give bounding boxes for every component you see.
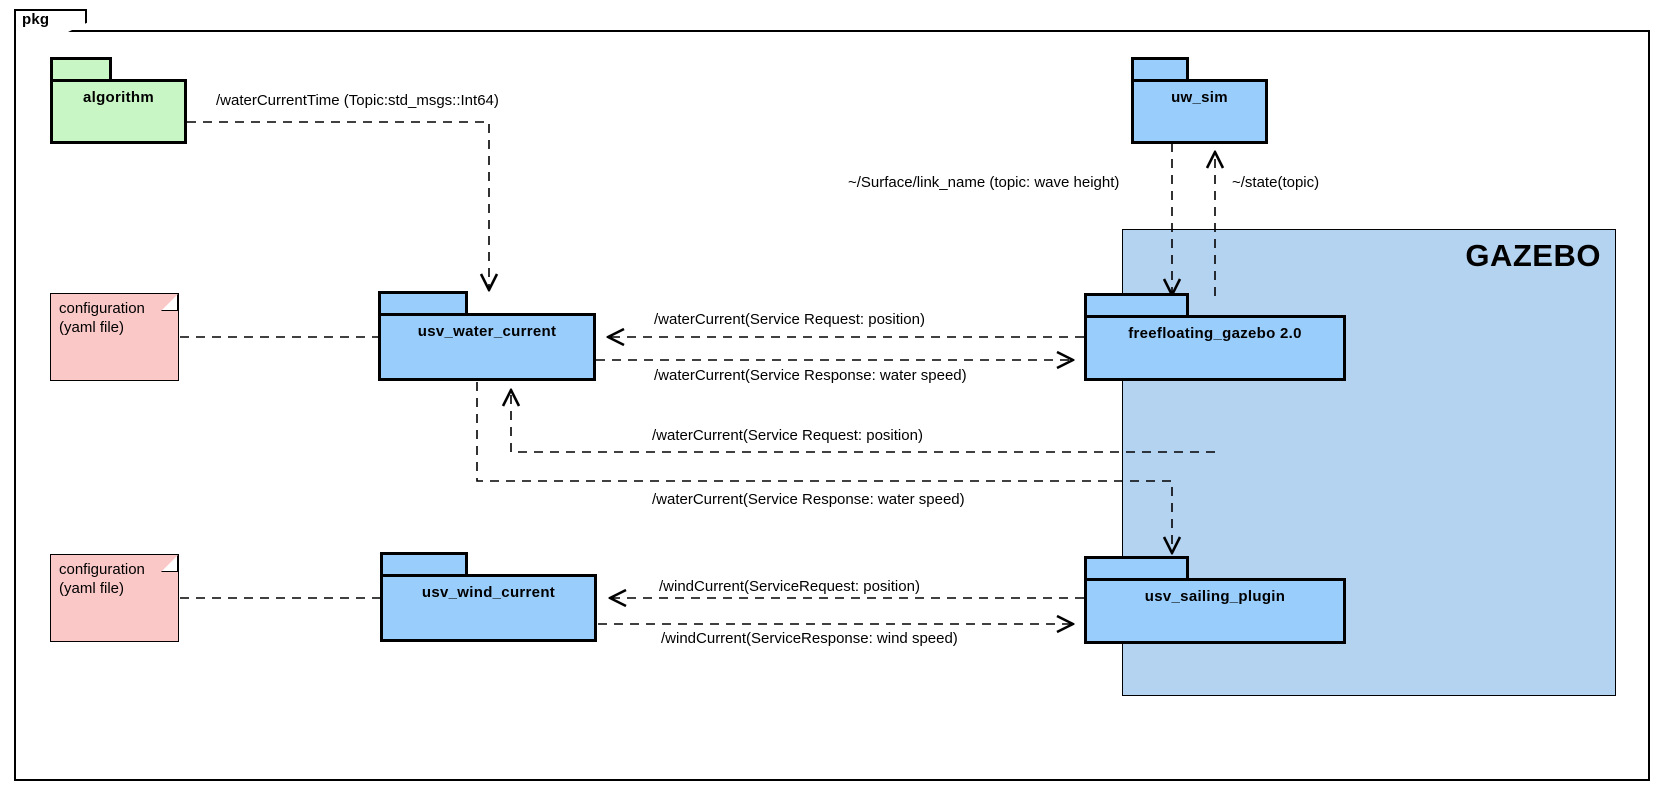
package-node-tab: [50, 57, 112, 79]
edge-label-state-topic: ~/state(topic): [1232, 174, 1320, 191]
package-node-label: usv_sailing_plugin: [1144, 588, 1286, 605]
gazebo-title: GAZEBO: [1465, 238, 1601, 273]
package-tab-shape: [14, 9, 87, 32]
package-node-label: uw_sim: [1171, 89, 1228, 106]
package-node-tab: [1084, 293, 1189, 315]
edge-label-sailing-water-request: /waterCurrent(Service Request: position): [652, 427, 923, 444]
package-node-label: freefloating_gazebo 2.0: [1128, 325, 1302, 342]
package-node-uw-sim[interactable]: uw_sim: [1131, 57, 1268, 144]
package-node-tab: [1084, 556, 1189, 578]
note-text: configuration (yaml file): [59, 561, 145, 597]
package-node-body: uw_sim: [1131, 79, 1268, 144]
note-configuration-water[interactable]: configuration (yaml file): [50, 293, 179, 381]
edge-label-wind-service-response: /windCurrent(ServiceResponse: wind speed…: [661, 630, 958, 647]
note-configuration-wind[interactable]: configuration (yaml file): [50, 554, 179, 642]
edge-label-water-current-time: /waterCurrentTime (Topic:std_msgs::Int64…: [216, 92, 499, 109]
edge-label-surface-link-name: ~/Surface/link_name (topic: wave height): [848, 174, 1120, 191]
edge-label-sailing-water-response: /waterCurrent(Service Response: water sp…: [652, 491, 965, 508]
note-body: [51, 294, 178, 380]
package-node-tab: [378, 291, 468, 313]
package-node-tab: [380, 552, 468, 574]
package-frame: [14, 30, 1650, 781]
package-node-body: algorithm: [50, 79, 187, 144]
package-node-body: usv_sailing_plugin: [1084, 578, 1346, 644]
package-node-algorithm[interactable]: algorithm: [50, 57, 187, 144]
package-node-tab: [1131, 57, 1189, 79]
package-node-body: usv_wind_current: [380, 574, 597, 642]
package-node-label: usv_wind_current: [421, 584, 556, 601]
package-node-freefloating-gazebo[interactable]: freefloating_gazebo 2.0: [1084, 293, 1346, 381]
package-node-usv-sailing-plugin[interactable]: usv_sailing_plugin: [1084, 556, 1346, 644]
package-node-usv-wind-current[interactable]: usv_wind_current: [380, 552, 597, 642]
package-tab: pkg: [14, 9, 87, 32]
package-tab-label: pkg: [22, 11, 50, 28]
edge-label-wind-service-request: /windCurrent(ServiceRequest: position): [659, 578, 920, 595]
edge-label-ff-service-request: /waterCurrent(Service Request: position): [654, 311, 925, 328]
note-text: configuration (yaml file): [59, 300, 145, 336]
edge-label-ff-service-response: /waterCurrent(Service Response: water sp…: [654, 367, 967, 384]
note-body: [51, 555, 178, 641]
package-node-label: usv_water_current: [417, 323, 557, 340]
package-node-usv-water-current[interactable]: usv_water_current: [378, 291, 596, 381]
package-node-body: usv_water_current: [378, 313, 596, 381]
package-node-label: algorithm: [82, 89, 155, 106]
package-node-body: freefloating_gazebo 2.0: [1084, 315, 1346, 381]
